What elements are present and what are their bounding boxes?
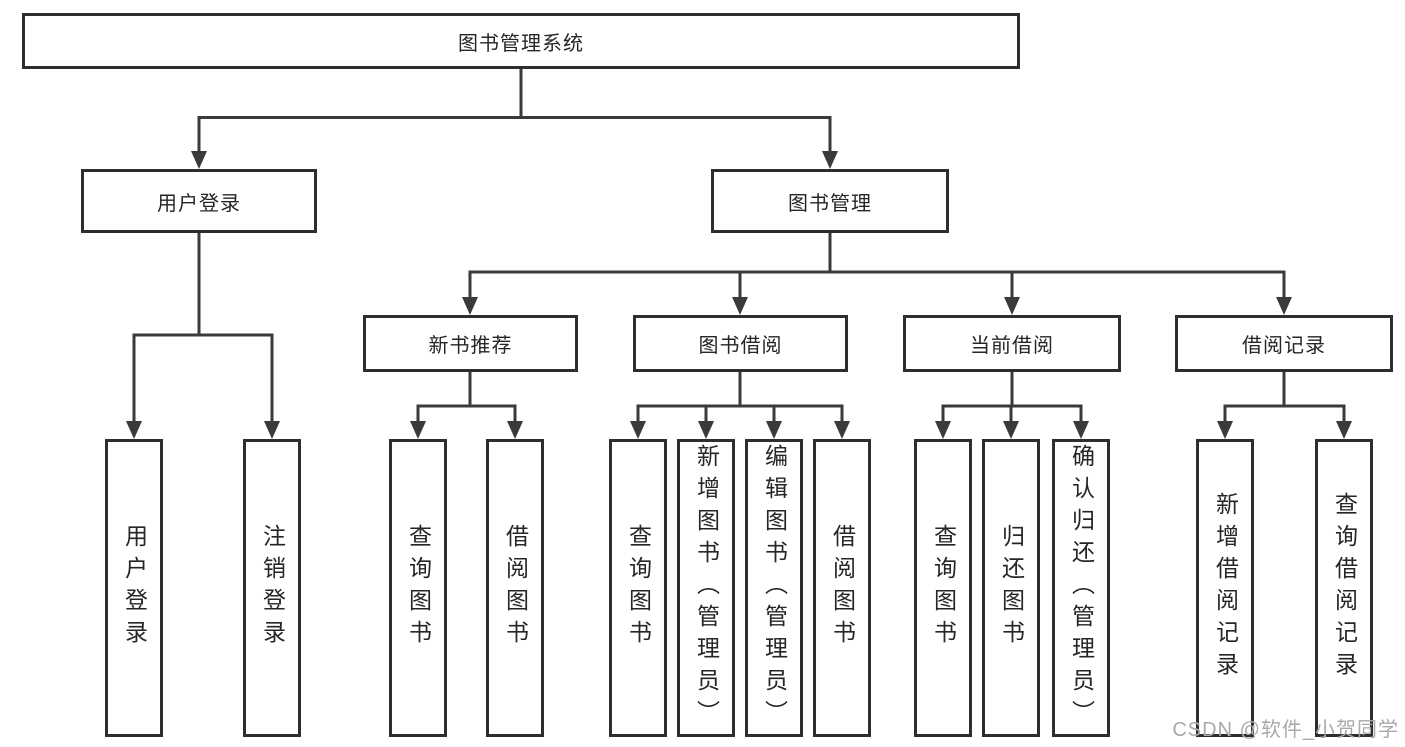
arrowhead-icon bbox=[1004, 297, 1020, 315]
node-label: 查询图书 bbox=[930, 524, 957, 652]
leaf-user-login: 用户登录 bbox=[105, 439, 163, 737]
node-label: 注销登录 bbox=[259, 524, 286, 652]
node-label: 当前借阅 bbox=[970, 335, 1054, 357]
arrowhead-icon bbox=[1073, 421, 1089, 439]
node-label: 确认归还（管理员） bbox=[1068, 444, 1095, 732]
arrowhead-icon bbox=[822, 151, 838, 169]
leaf-confirm-return-admin: 确认归还（管理员） bbox=[1052, 439, 1110, 737]
node-label: 查询图书 bbox=[405, 524, 432, 652]
arrowhead-icon bbox=[630, 421, 646, 439]
arrowhead-icon bbox=[935, 421, 951, 439]
arrowhead-icon bbox=[698, 421, 714, 439]
leaf-borrow-books-recommend: 借阅图书 bbox=[486, 439, 544, 737]
node-book-borrowing: 图书借阅 bbox=[633, 315, 848, 372]
arrowhead-icon bbox=[410, 421, 426, 439]
csdn-watermark: CSDN @软件_小贺同学 bbox=[1172, 719, 1399, 741]
arrowhead-icon bbox=[1003, 421, 1019, 439]
arrowhead-icon bbox=[1336, 421, 1352, 439]
node-borrowing-records: 借阅记录 bbox=[1175, 315, 1393, 372]
arrowhead-icon bbox=[126, 421, 142, 439]
node-label: 归还图书 bbox=[998, 524, 1025, 652]
leaf-query-books-current: 查询图书 bbox=[914, 439, 972, 737]
arrowhead-icon bbox=[1276, 297, 1292, 315]
arrowhead-icon bbox=[507, 421, 523, 439]
leaf-return-books: 归还图书 bbox=[982, 439, 1040, 737]
arrowhead-icon bbox=[264, 421, 280, 439]
arrowhead-icon bbox=[834, 421, 850, 439]
arrowhead-icon bbox=[462, 297, 478, 315]
node-label: 用户登录 bbox=[157, 192, 241, 215]
arrowhead-icon bbox=[191, 151, 207, 169]
node-current-borrowing: 当前借阅 bbox=[903, 315, 1121, 372]
node-label: 查询借阅记录 bbox=[1331, 492, 1358, 684]
node-library-management-system: 图书管理系统 bbox=[22, 13, 1020, 69]
node-label: 图书管理 bbox=[788, 192, 872, 215]
node-label: 查询图书 bbox=[625, 524, 652, 652]
node-user-login: 用户登录 bbox=[81, 169, 317, 233]
node-new-book-recommendation: 新书推荐 bbox=[363, 315, 578, 372]
arrowhead-icon bbox=[732, 297, 748, 315]
leaf-add-borrow-record: 新增借阅记录 bbox=[1196, 439, 1254, 737]
node-label: 用户登录 bbox=[121, 524, 148, 652]
node-label: 新书推荐 bbox=[428, 335, 513, 357]
leaf-add-books-admin: 新增图书（管理员） bbox=[677, 439, 735, 737]
node-label: 新增图书（管理员） bbox=[693, 444, 720, 732]
node-book-management: 图书管理 bbox=[711, 169, 949, 233]
node-label: 编辑图书（管理员） bbox=[761, 444, 788, 732]
leaf-edit-books-admin: 编辑图书（管理员） bbox=[745, 439, 803, 737]
node-label: 图书管理系统 bbox=[458, 32, 584, 55]
node-label: 借阅图书 bbox=[502, 524, 529, 652]
leaf-borrow-books: 借阅图书 bbox=[813, 439, 871, 737]
leaf-logout: 注销登录 bbox=[243, 439, 301, 737]
node-label: 借阅图书 bbox=[829, 524, 856, 652]
node-label: 新增借阅记录 bbox=[1212, 492, 1239, 684]
arrowhead-icon bbox=[766, 421, 782, 439]
leaf-query-books-borrowing: 查询图书 bbox=[609, 439, 667, 737]
leaf-query-borrow-record: 查询借阅记录 bbox=[1315, 439, 1373, 737]
node-label: 图书借阅 bbox=[698, 335, 783, 357]
node-label: 借阅记录 bbox=[1242, 335, 1326, 357]
arrowhead-icon bbox=[1217, 421, 1233, 439]
leaf-query-books-recommend: 查询图书 bbox=[389, 439, 447, 737]
